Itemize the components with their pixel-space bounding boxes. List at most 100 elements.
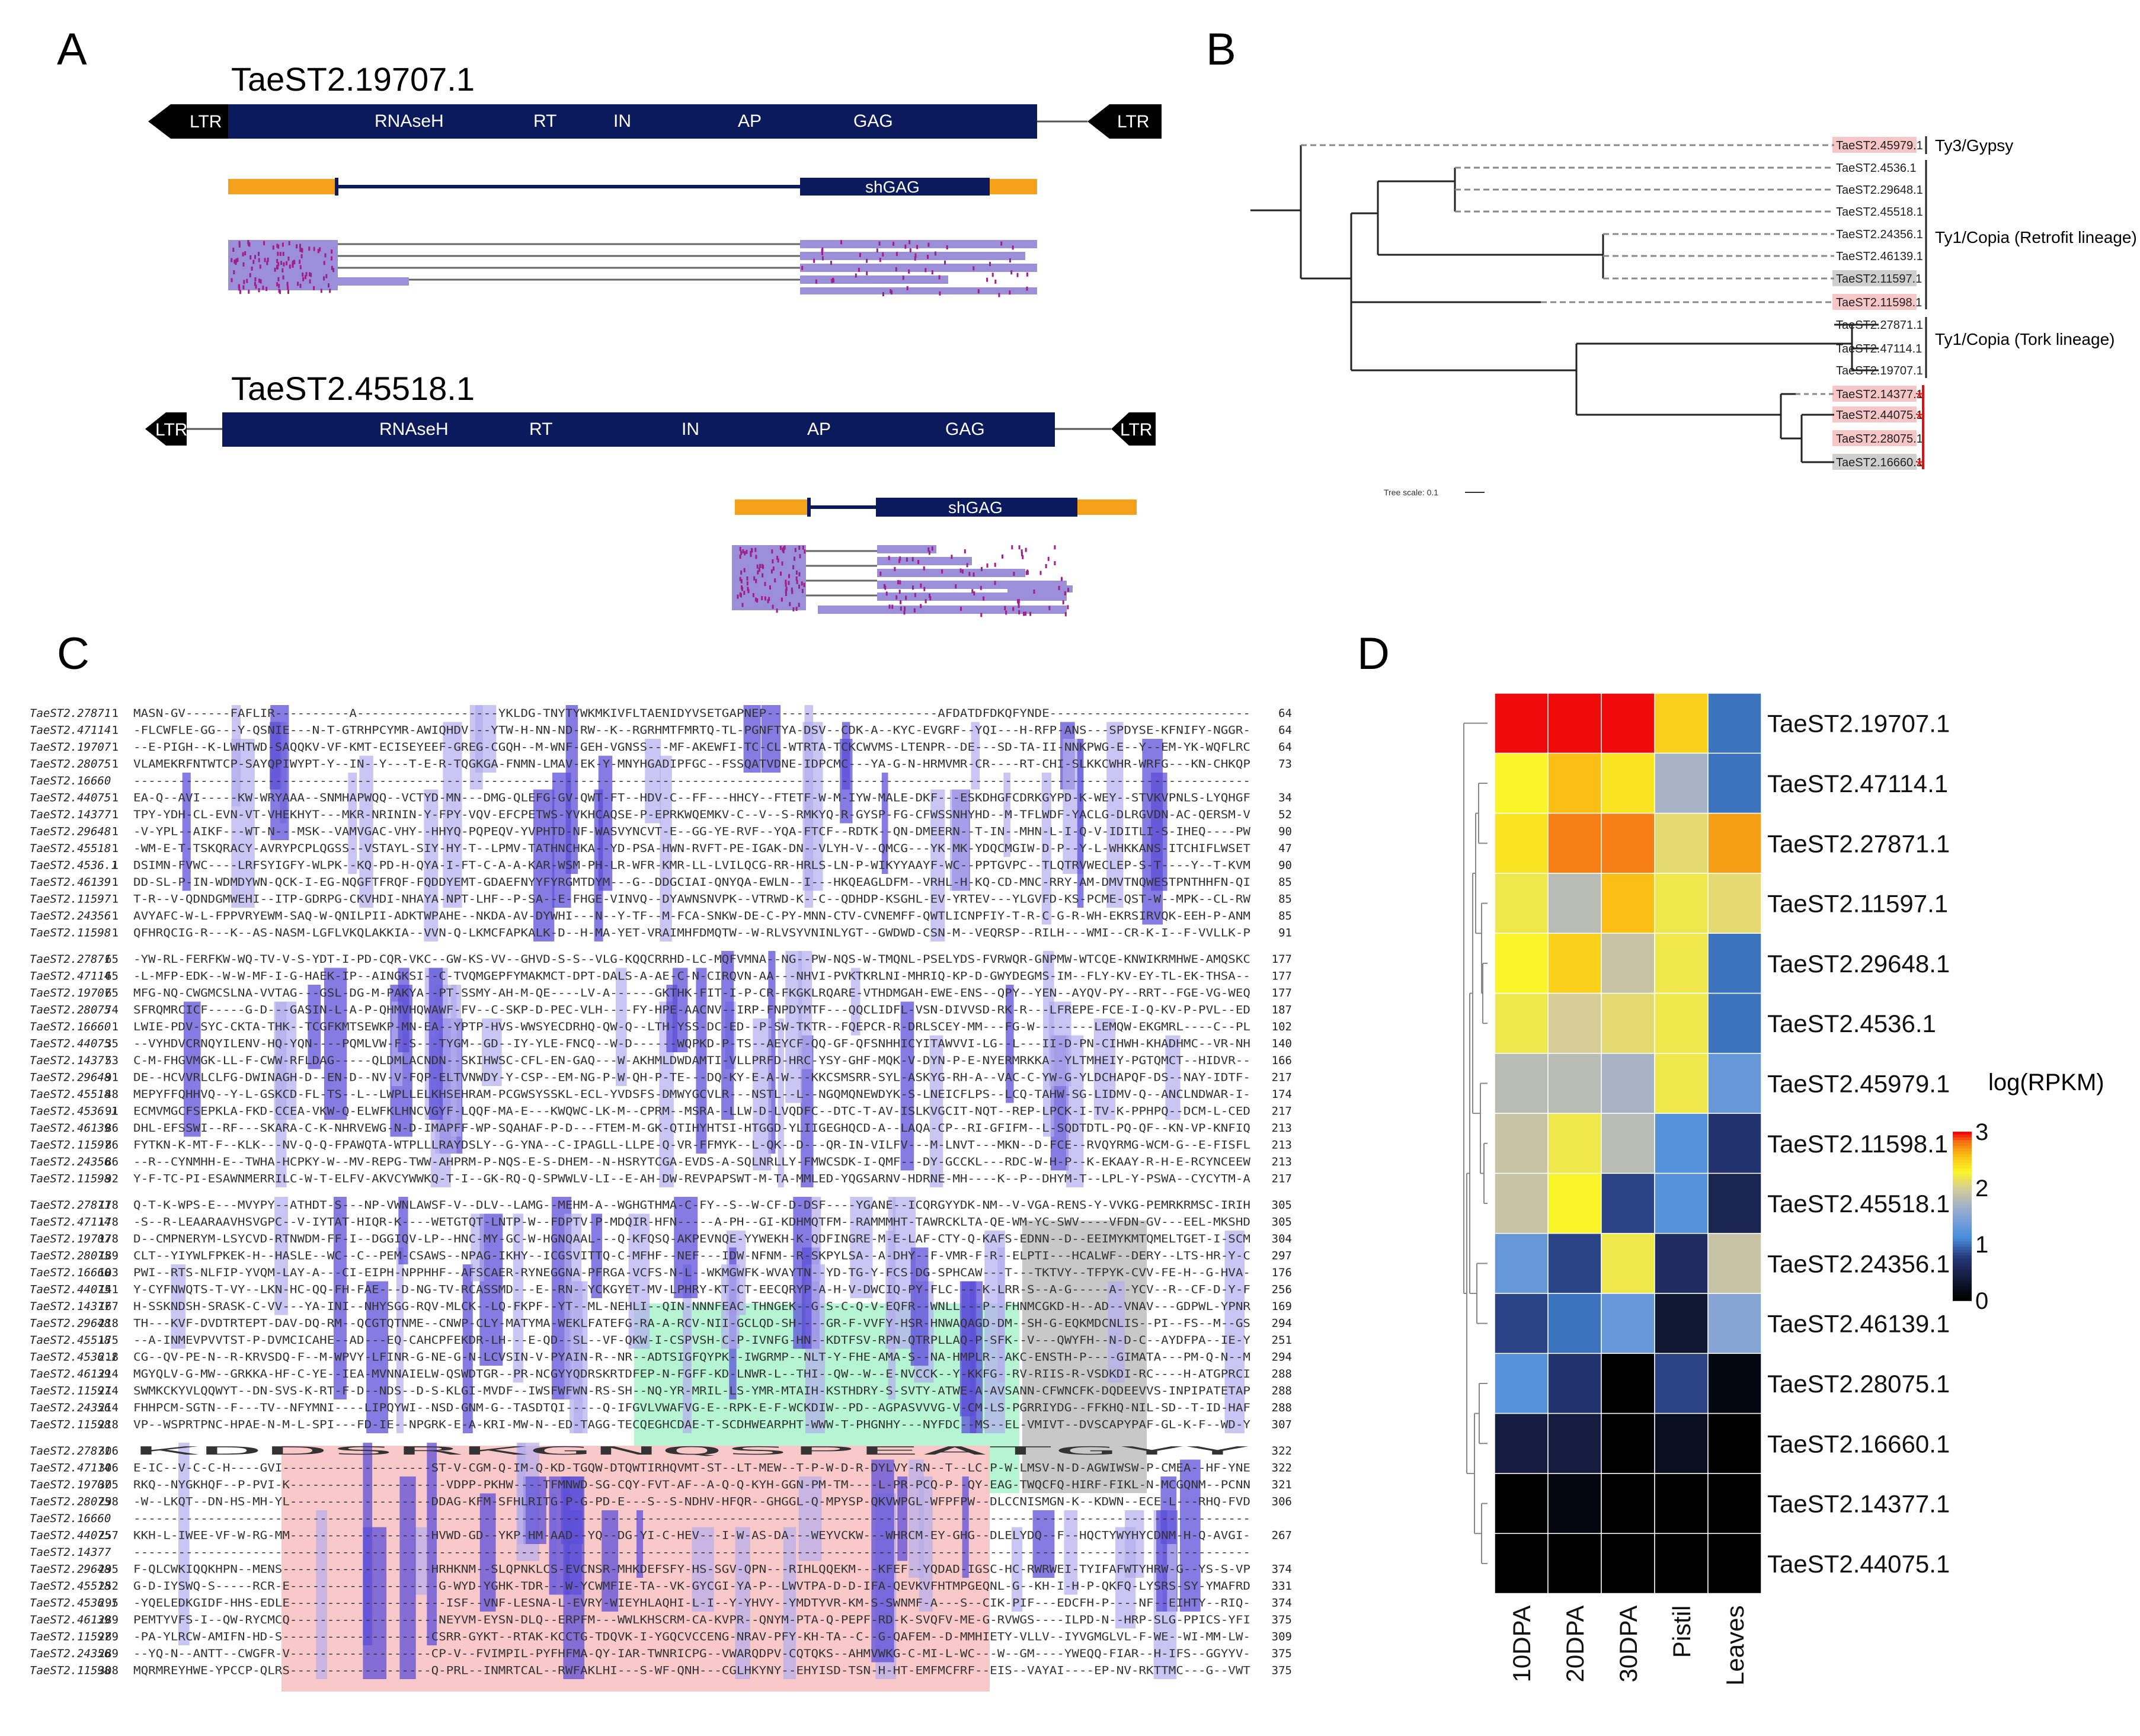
alignment-end-pos: 102: [1272, 1020, 1292, 1033]
mismatch-mark: [968, 572, 971, 576]
leaf-highlights: [1832, 137, 1917, 470]
read-block-1g: [800, 276, 948, 284]
heatmap-cell: [1707, 1053, 1762, 1114]
mismatch-mark: [964, 549, 966, 554]
legend-gradient-step: [1953, 1216, 1972, 1219]
heatmap-cell: [1707, 1533, 1762, 1594]
conservation-shade: [1012, 1527, 1023, 1612]
leaf-highlight: [1832, 137, 1917, 153]
conservation-shade: [1165, 1035, 1181, 1120]
heatmap-cell: [1547, 1533, 1602, 1594]
alignment-start-pos: 65: [105, 986, 119, 1000]
heatmap-cell: [1707, 1473, 1762, 1534]
mismatch-mark: [1067, 605, 1069, 610]
legend-gradient-step: [1953, 1238, 1972, 1242]
mismatch-mark: [239, 290, 241, 294]
conservation-shade: [1049, 1001, 1071, 1086]
mismatch-mark: [756, 598, 759, 603]
heatmap-cell: [1707, 1293, 1762, 1354]
mismatch-mark: [903, 610, 906, 615]
alignment-end-pos: 90: [1278, 859, 1292, 872]
heatmap-cell: [1707, 812, 1762, 874]
alignment-residues: MASN-GV------FAFLIR----------A----------…: [133, 707, 1250, 720]
legend-tick-label: 3: [1975, 1119, 1988, 1145]
heatmap-cells: [1494, 693, 1762, 1594]
utr-3-2: [1077, 499, 1137, 515]
alignment-seq-name: TaeST2.47114: [30, 1216, 111, 1229]
mismatch-mark: [780, 571, 782, 576]
heatmap-cell: [1654, 873, 1709, 934]
mismatch-mark: [308, 246, 311, 251]
mismatch-mark: [1025, 547, 1027, 552]
alignment-start-pos: 252: [98, 1580, 119, 1593]
conservation-shade: [231, 739, 255, 908]
alignment-start-pos: 1: [112, 927, 119, 940]
alignment-start-pos: 86: [105, 1155, 119, 1168]
transcript-start-2: [807, 498, 811, 517]
legend-gradient-step: [1953, 1134, 1972, 1138]
conservation-shade: [962, 1476, 969, 1578]
conservation-shade: [513, 1213, 523, 1383]
mismatch-mark: [927, 255, 929, 260]
mismatch-mark: [1045, 564, 1047, 568]
legend-gradient-step: [1953, 1188, 1972, 1192]
mismatch-mark: [815, 279, 817, 284]
heatmap-cell: [1494, 752, 1549, 814]
mismatch-mark: [813, 258, 815, 263]
mismatch-mark: [897, 580, 899, 585]
heatmap-cell: [1707, 1113, 1762, 1174]
conservation-shade: [929, 1035, 943, 1187]
mismatch-mark: [742, 549, 744, 554]
alignment-residues: CG--QV-PE-N--R-KRVSDQ-F--M-WPVY-LFINR-G-…: [133, 1351, 1250, 1364]
mismatch-mark: [796, 579, 798, 584]
alignment-residues: -PA-YLRCW-AMIFN-HD-S--------------------…: [133, 1631, 1250, 1644]
conservation-shade: [674, 1197, 698, 1298]
alignment-start-pos: 298: [98, 1495, 119, 1508]
mismatch-mark: [1017, 599, 1019, 604]
alignment-seq-name: TaeST2.19707: [30, 986, 111, 1000]
mismatch-mark: [231, 258, 233, 262]
alignment-seq-name: TaeST2.46139: [30, 876, 111, 889]
mismatch-mark: [276, 259, 279, 264]
mismatch-mark: [1002, 554, 1003, 559]
conservation-shade: [274, 1001, 297, 1120]
alignment-start-pos: 91: [105, 1071, 119, 1084]
conservation-shade: [517, 1443, 526, 1544]
ltr-right-label-2: LTR: [1120, 420, 1152, 440]
alignment-seq-name: TaeST2.28075: [30, 758, 111, 771]
alignment-residues: FYTKN-K-MT-F--KLK---NV-Q-Q-FPAWQTA-WTPLL…: [133, 1139, 1250, 1152]
conservation-shade: [533, 789, 555, 941]
heatmap-cell: [1654, 1173, 1709, 1234]
alignment-start-pos: 65: [105, 953, 119, 966]
alignment-residues: MGYQLV-G-MW--GRKKA-HF-C-YE--IEA-MVNNAIEL…: [133, 1367, 1250, 1381]
mismatch-mark: [866, 258, 868, 263]
mismatch-mark: [288, 241, 290, 245]
read-block-2f: [877, 592, 1067, 601]
mismatch-mark: [798, 546, 801, 550]
mismatch-mark: [920, 604, 922, 608]
legend-gradient-step: [1953, 1154, 1972, 1158]
mismatch-mark: [267, 257, 269, 262]
legend-gradient-step: [1953, 1289, 1972, 1293]
mismatch-mark: [761, 596, 763, 600]
mismatch-mark: [821, 251, 823, 255]
alignment-end-pos: 177: [1272, 986, 1292, 1000]
alignment-start-pos: 178: [98, 1216, 119, 1229]
heatmap-cell: [1547, 1173, 1602, 1234]
mismatch-mark: [248, 289, 250, 294]
mismatch-mark: [743, 591, 746, 595]
legend-gradient-step: [1953, 1269, 1972, 1273]
mismatch-mark: [785, 582, 787, 587]
alignment-start-pos: 175: [98, 1334, 119, 1347]
alignment-seq-name: TaeST2.46139: [30, 1367, 111, 1381]
read-block-1d: [800, 240, 1037, 248]
mismatch-mark: [788, 581, 790, 585]
alignment-start-pos: 308: [98, 1664, 119, 1677]
alignment-start-pos: 1: [112, 825, 119, 838]
alignment-end-pos: 91: [1278, 927, 1292, 940]
mismatch-mark: [254, 255, 256, 260]
alignment-seq-name: TaeST2.27871: [30, 953, 111, 966]
alignment-seq-name: TaeST2.44075: [30, 1529, 111, 1542]
conservation-shade: [398, 968, 410, 1052]
